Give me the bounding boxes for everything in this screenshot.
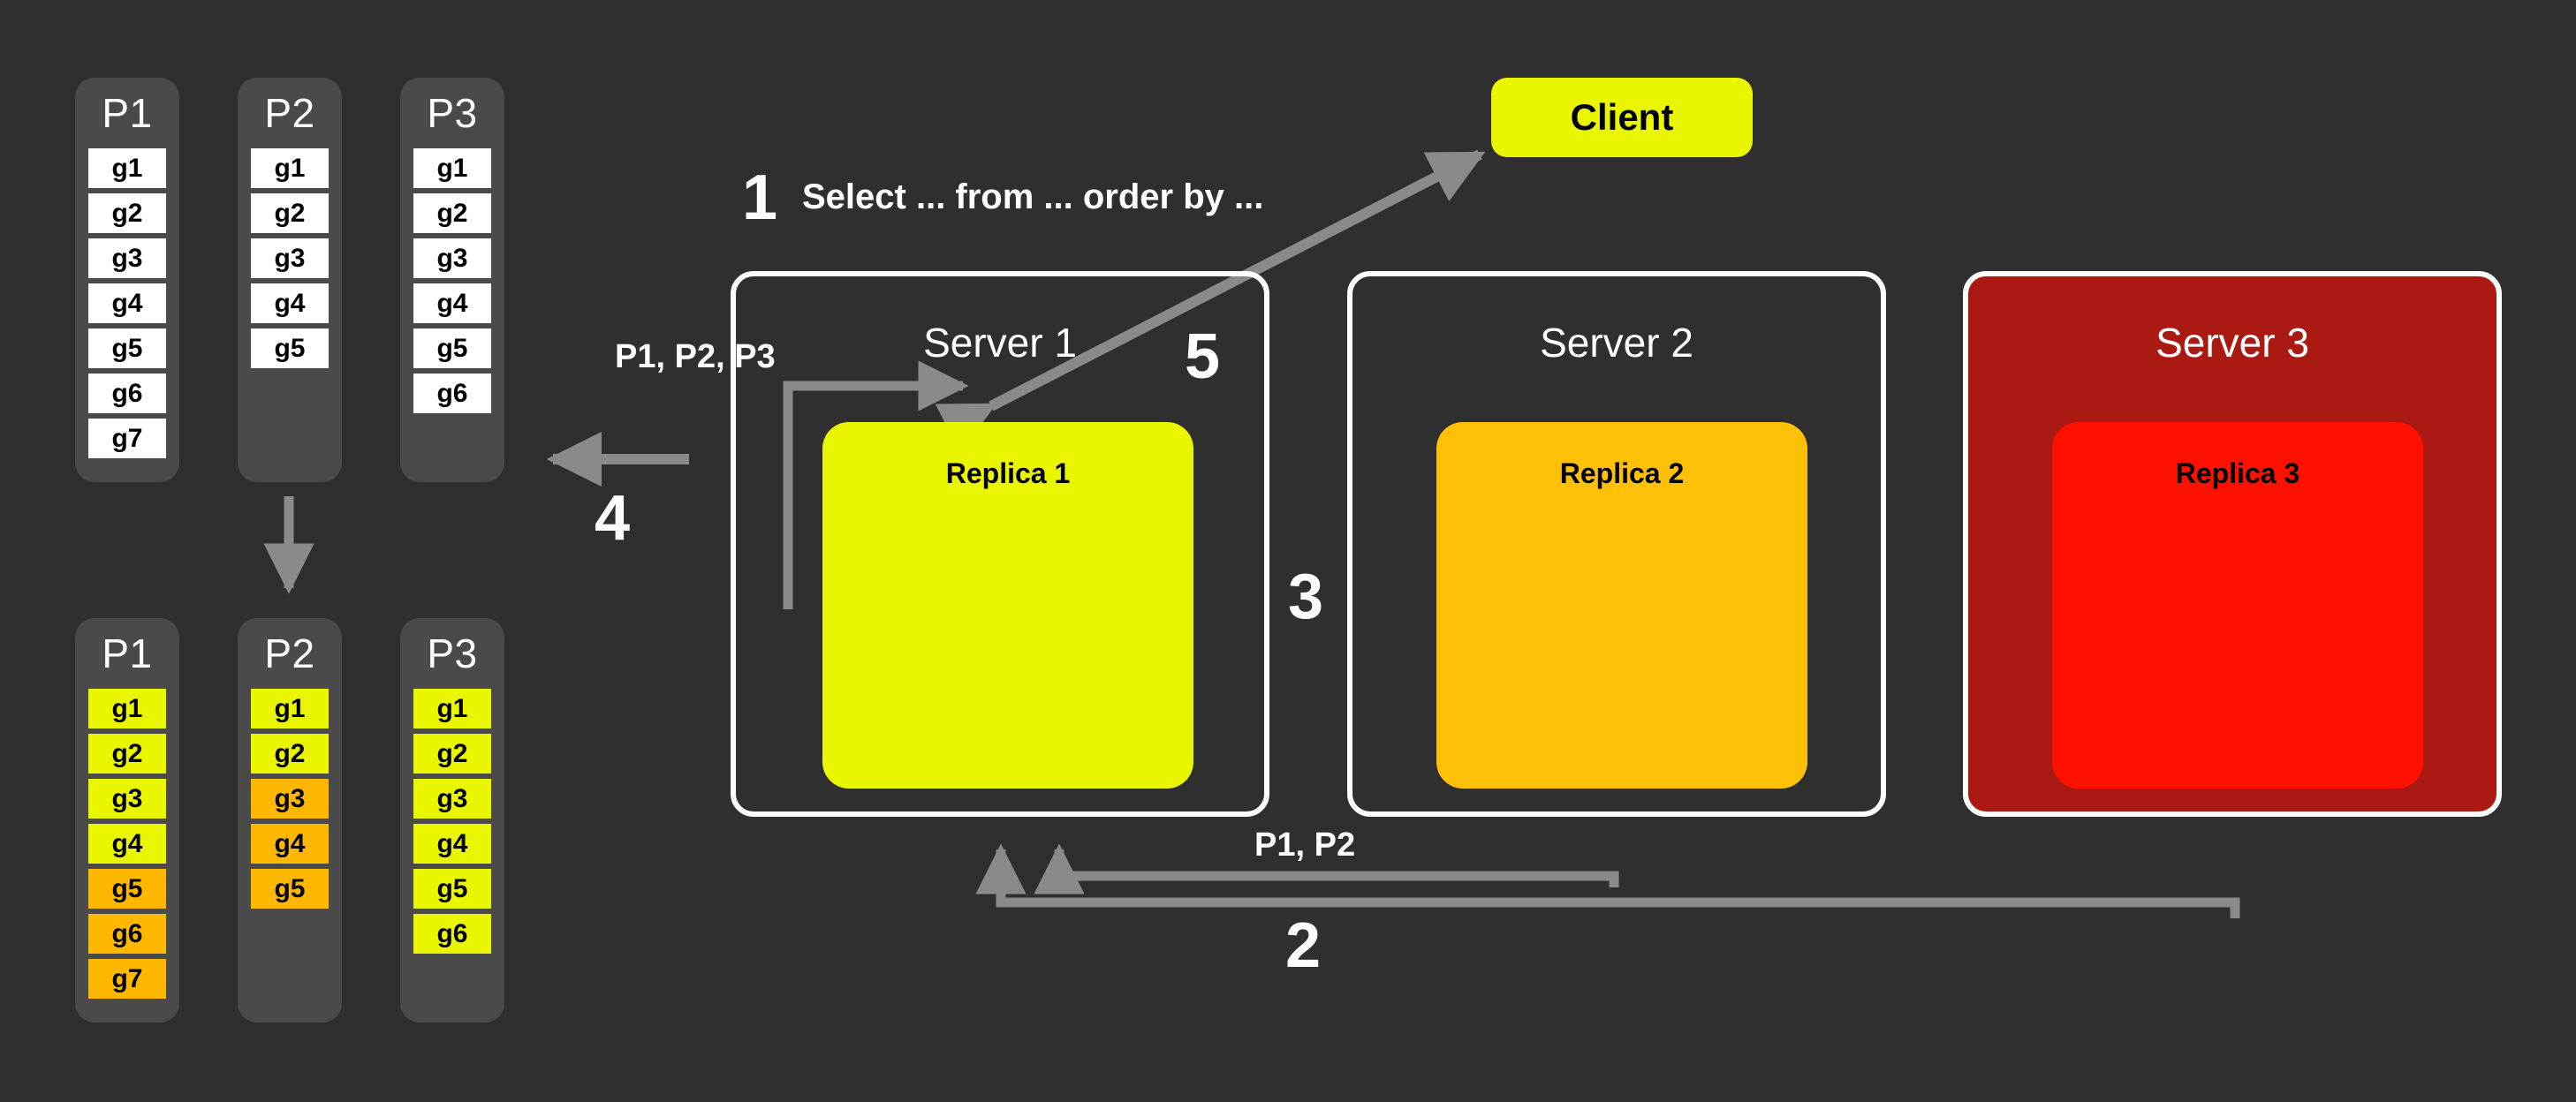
partition-cell: g4 — [88, 283, 166, 323]
partition-title: P2 — [264, 90, 315, 136]
partition-cell: g5 — [88, 328, 166, 368]
step-number-4: 4 — [595, 483, 631, 554]
partition-cell: g2 — [88, 193, 166, 233]
partition-cell: g3 — [251, 779, 329, 819]
replica-1-label: Replica 1 — [945, 457, 1071, 489]
label-p1-p2: P1, P2 — [1254, 826, 1356, 864]
partition-cell: g4 — [251, 283, 329, 323]
step-number-2: 2 — [1285, 910, 1322, 981]
partition-cells: g1 g2 g3 g4 g5 — [238, 682, 342, 909]
partition-cell: g1 — [88, 689, 166, 728]
partition-bottom-p3: P3 g1 g2 g3 g4 g5 g6 — [400, 618, 504, 1023]
replica-3-label: Replica 3 — [2175, 457, 2300, 489]
replica-2-label: Replica 2 — [1559, 457, 1685, 489]
partition-cell: g3 — [413, 238, 491, 278]
partition-cells: g1 g2 g3 g4 g5 — [238, 141, 342, 368]
partition-cell: g5 — [413, 328, 491, 368]
partition-cell: g3 — [251, 238, 329, 278]
client-box[interactable]: Client — [1491, 78, 1753, 157]
partition-title: P1 — [102, 630, 153, 676]
partition-cell: g1 — [413, 689, 491, 728]
step-number-1: 1 — [742, 162, 778, 233]
partition-cell: g1 — [88, 148, 166, 188]
client-label: Client — [1570, 96, 1674, 138]
partition-cell: g6 — [88, 374, 166, 413]
partition-cell: g5 — [88, 869, 166, 909]
partition-cell: g2 — [88, 734, 166, 774]
partition-title: P1 — [102, 90, 153, 136]
partition-cells: g1 g2 g3 g4 g5 g6 g7 — [75, 141, 179, 458]
server-3-title: Server 3 — [2156, 320, 2309, 366]
partition-cell: g1 — [251, 689, 329, 728]
partition-cell: g4 — [251, 824, 329, 864]
partition-top-p2: P2 g1 g2 g3 g4 g5 — [238, 78, 342, 482]
partition-cell: g6 — [413, 374, 491, 413]
partition-cell: g6 — [88, 914, 166, 954]
partition-cells: g1 g2 g3 g4 g5 g6 — [400, 682, 504, 954]
replica-2-box[interactable]: Replica 2 — [1436, 422, 1807, 789]
replica-3-box[interactable]: Replica 3 — [2052, 422, 2423, 789]
partition-cell: g5 — [251, 869, 329, 909]
partition-title: P2 — [264, 630, 315, 676]
server-2-title: Server 2 — [1540, 320, 1693, 366]
partition-cell: g2 — [251, 734, 329, 774]
partition-cell: g3 — [88, 779, 166, 819]
partition-cell: g6 — [413, 914, 491, 954]
partition-cell: g4 — [413, 283, 491, 323]
label-p1-p2-p3: P1, P2, P3 — [615, 338, 776, 375]
partition-cells: g1 g2 g3 g4 g5 g6 — [400, 141, 504, 413]
partition-top-p1: P1 g1 g2 g3 g4 g5 g6 g7 — [75, 78, 179, 482]
partition-cell: g7 — [88, 959, 166, 999]
partition-cell: g5 — [251, 328, 329, 368]
partition-cell: g3 — [413, 779, 491, 819]
partition-cell: g1 — [413, 148, 491, 188]
partition-cells: g1 g2 g3 g4 g5 g6 g7 — [75, 682, 179, 999]
partition-title: P3 — [427, 90, 478, 136]
partition-bottom-p1: P1 g1 g2 g3 g4 g5 g6 g7 — [75, 618, 179, 1023]
partition-title: P3 — [427, 630, 478, 676]
partition-cell: g2 — [413, 193, 491, 233]
query-text-label: Select ... from ... order by ... — [802, 177, 1264, 216]
partition-cell: g7 — [88, 419, 166, 458]
partition-cell: g4 — [88, 824, 166, 864]
step-number-5: 5 — [1185, 321, 1221, 392]
partition-cell: g2 — [251, 193, 329, 233]
partition-cell: g2 — [413, 734, 491, 774]
server-2-box[interactable]: Server 2 Replica 2 — [1347, 271, 1886, 817]
step-number-3: 3 — [1288, 562, 1324, 632]
arrow-server3-to-server1 — [975, 843, 2240, 918]
server-3-box[interactable]: Server 3 Replica 3 — [1963, 271, 2502, 817]
server-1-box[interactable]: Server 1 Replica 1 — [731, 271, 1269, 817]
partition-top-p3: P3 g1 g2 g3 g4 g5 g6 — [400, 78, 504, 482]
replica-1-box[interactable]: Replica 1 — [822, 422, 1193, 789]
partition-cell: g4 — [413, 824, 491, 864]
partition-cell: g1 — [251, 148, 329, 188]
partition-cell: g3 — [88, 238, 166, 278]
partition-bottom-p2: P2 g1 g2 g3 g4 g5 — [238, 618, 342, 1023]
server-1-title: Server 1 — [923, 320, 1077, 366]
partition-cell: g5 — [413, 869, 491, 909]
